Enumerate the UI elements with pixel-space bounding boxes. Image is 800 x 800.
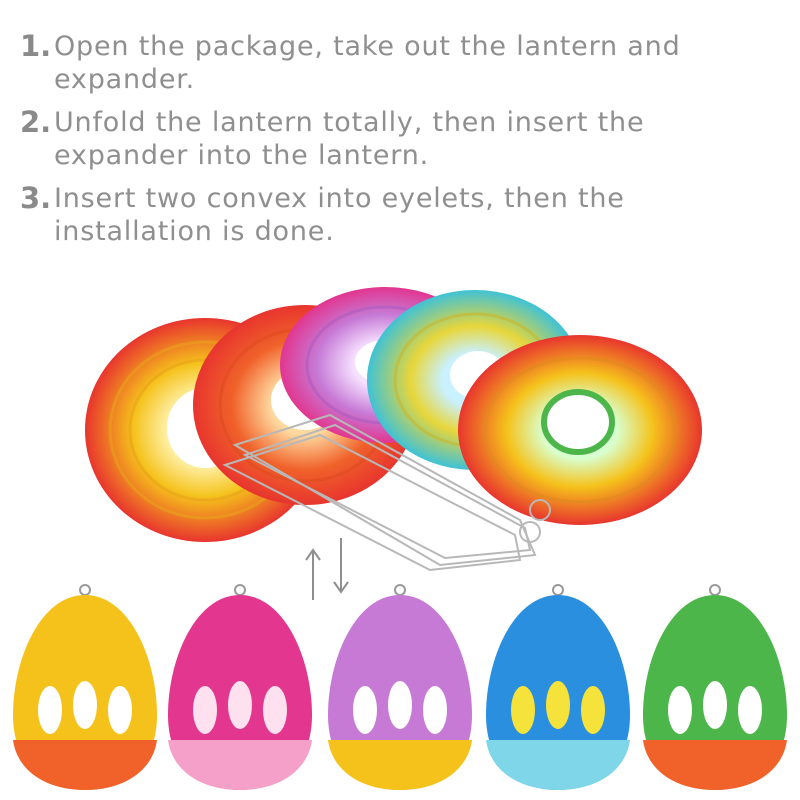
lantern-illustration — [13, 287, 787, 790]
egg-lantern-purple — [328, 584, 472, 790]
up-down-arrows-icon — [305, 538, 349, 600]
folded-lantern-red — [458, 335, 702, 525]
instruction-step-2: 2. Unfold the lantern totally, then inse… — [20, 106, 780, 172]
instruction-step-3: 3. Insert two convex into eyelets, then … — [20, 182, 780, 248]
step-number: 2. — [20, 105, 52, 139]
egg-lantern-blue — [486, 584, 630, 790]
egg-lantern-green — [643, 584, 787, 790]
instruction-step-1: 1. Open the package, take out the lanter… — [20, 30, 780, 96]
step-text: Insert two convex into eyelets, then the… — [54, 183, 625, 247]
egg-lantern-pink — [168, 584, 312, 790]
step-text: Open the package, take out the lantern a… — [54, 31, 681, 95]
step-number: 3. — [20, 181, 52, 215]
step-number: 1. — [20, 29, 52, 63]
folded-lanterns — [85, 287, 702, 542]
step-text: Unfold the lantern totally, then insert … — [54, 107, 645, 171]
egg-lantern-yellow — [13, 584, 157, 790]
instruction-list: 1. Open the package, take out the lanter… — [20, 30, 780, 258]
wire-expander-icon — [222, 413, 551, 572]
